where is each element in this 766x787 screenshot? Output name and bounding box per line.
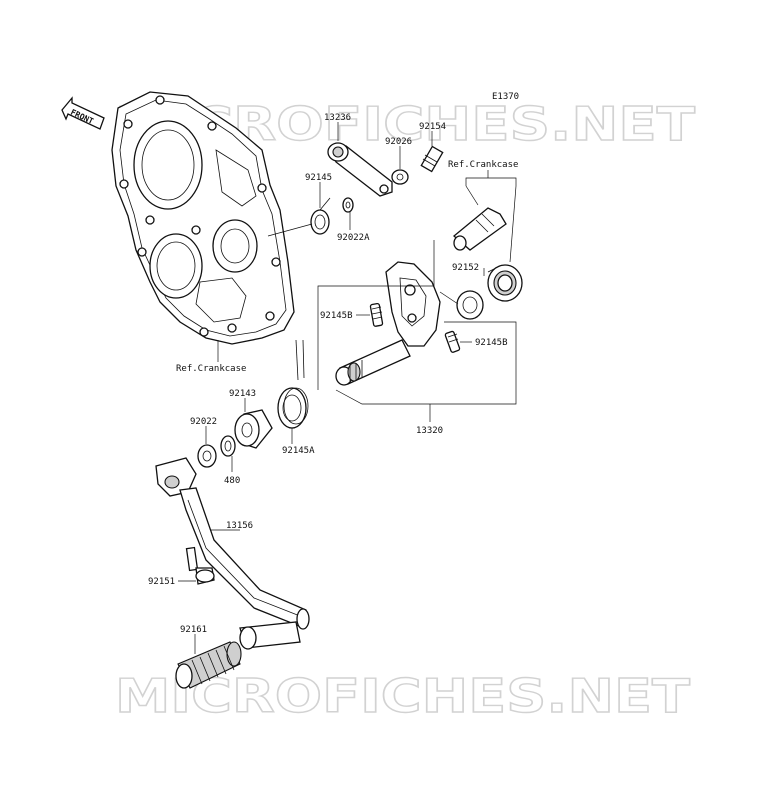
- bolt-92151: [185, 546, 215, 585]
- label-13320: 13320: [416, 426, 443, 436]
- label-92151: 92151: [148, 577, 175, 587]
- washer-92022: [197, 444, 217, 468]
- label-92152: 92152: [452, 263, 479, 273]
- spring-92145B-right: [444, 330, 461, 353]
- shift-pedal-13156: [155, 457, 310, 650]
- bracket-13320-bottom: [335, 321, 517, 405]
- label-92022: 92022: [190, 417, 217, 427]
- collar-92143: [234, 409, 273, 449]
- bearing-92152: [487, 264, 523, 302]
- bolt-92154: [420, 145, 444, 173]
- label-92143: 92143: [229, 389, 256, 399]
- label-92161: 92161: [180, 625, 207, 635]
- label-92154: 92154: [419, 122, 446, 132]
- label-92145A: 92145A: [282, 446, 315, 456]
- crankcase-plate: [111, 91, 295, 345]
- shift-arm-13236: [327, 142, 393, 197]
- label-480: 480: [224, 476, 240, 486]
- label-92145: 92145: [305, 173, 332, 183]
- ref-crankcase-left: Ref.Crankcase: [176, 364, 246, 374]
- spring-92145A: [277, 339, 309, 429]
- shift-shaft-13320: [335, 261, 441, 386]
- ref-crankcase-top: Ref.Crankcase: [448, 160, 518, 170]
- bracket-13320-top: [317, 240, 435, 390]
- front-arrow-icon: FRONT: [61, 96, 105, 130]
- spring-92145B-left: [369, 302, 384, 327]
- washer-92026: [391, 169, 409, 185]
- washer-92022A: [342, 197, 354, 213]
- label-13156: 13156: [226, 521, 253, 531]
- label-92145B-left: 92145B: [320, 311, 353, 321]
- label-92145B-right: 92145B: [475, 338, 508, 348]
- circlip-480: [220, 435, 236, 457]
- label-92022A: 92022A: [337, 233, 370, 243]
- label-13236: 13236: [324, 113, 351, 123]
- leader-ref-top-bar: [465, 177, 517, 186]
- label-92026: 92026: [385, 137, 412, 147]
- oil-seal: [456, 290, 484, 320]
- spring-92145: [310, 197, 331, 235]
- stud-bolt: [452, 207, 507, 251]
- diagram-code: E1370: [492, 92, 519, 102]
- rubber-grip-92161: [175, 641, 242, 689]
